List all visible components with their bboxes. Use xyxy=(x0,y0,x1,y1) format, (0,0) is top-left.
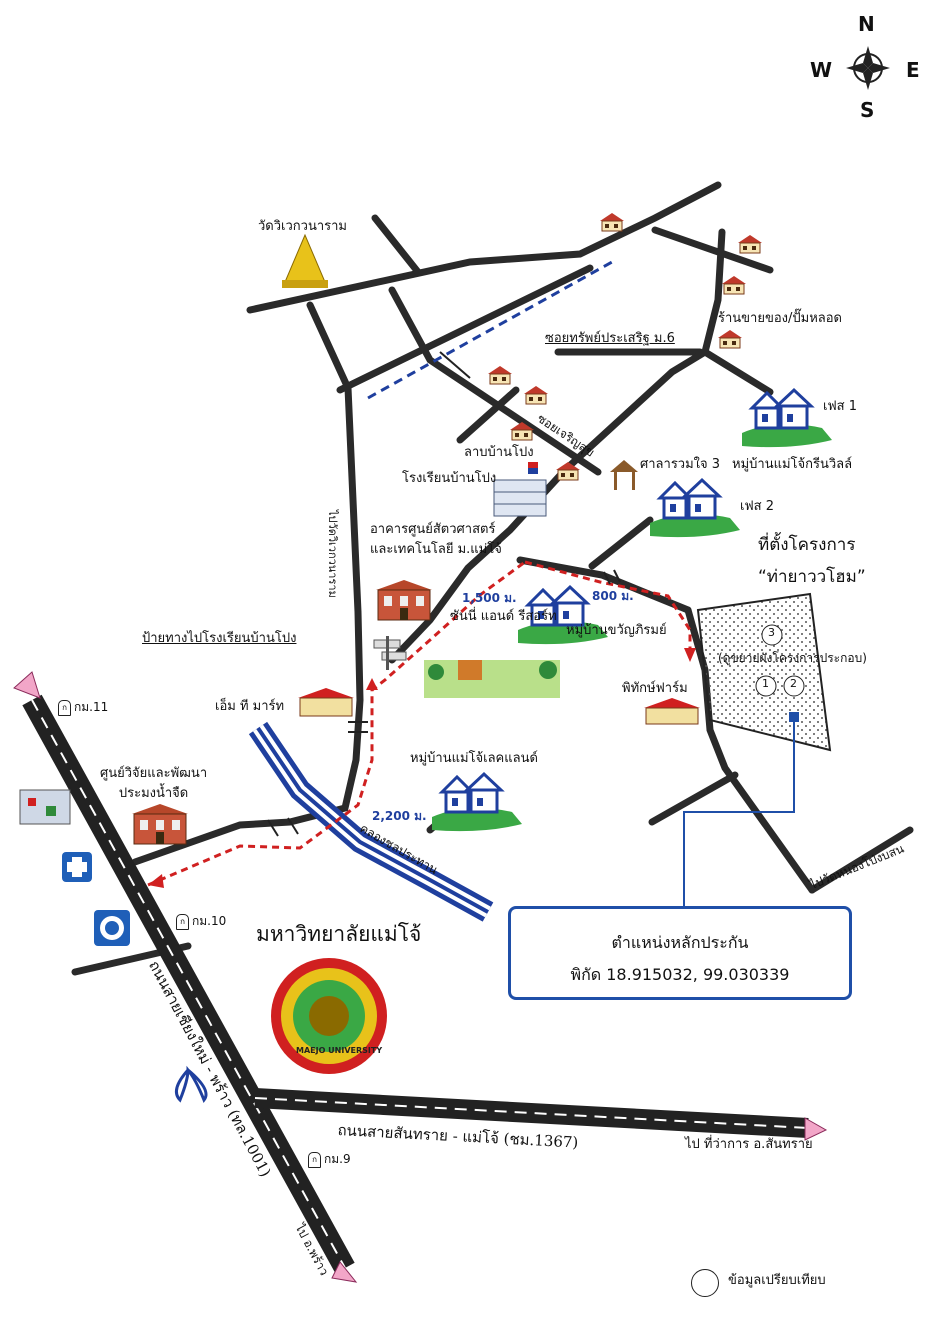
sala-icon xyxy=(610,460,638,490)
label-dist-1500: 1,500 ม. xyxy=(462,591,517,605)
route-line xyxy=(147,560,692,887)
bridge-markers xyxy=(267,351,621,837)
label-sign-school: ป้ายทางไปโรงเรียนบ้านโปง xyxy=(142,631,297,646)
label-km10: กม.10 xyxy=(192,914,227,928)
canal-line xyxy=(248,721,494,922)
label-sunny-resort: ซันนี่ แอนด์ รีสอร์ท xyxy=(450,609,557,624)
label-fish-center: ศูนย์วิจัยและพัฒนา ประมงน้ำจืด xyxy=(100,766,208,802)
hospital-icon xyxy=(62,852,92,882)
compass-rose-icon xyxy=(846,46,890,90)
legend-circle-icon xyxy=(691,1269,719,1297)
km10-marker: กกม.10 xyxy=(176,912,226,931)
bank-icon xyxy=(94,910,130,946)
collateral-info-box: ตำแหน่งหลักประกัน พิกัด 18.915032, 99.03… xyxy=(508,906,852,1000)
legend-label: ข้อมูลเปรียบเทียบ xyxy=(728,1273,826,1288)
school-icon xyxy=(493,462,547,517)
highways xyxy=(13,671,828,1283)
green-ville-icon xyxy=(740,388,834,449)
local-roads xyxy=(71,181,914,976)
km-post-icon: ก xyxy=(176,913,189,930)
label-km9: กม.9 xyxy=(324,1152,351,1166)
label-pitak-farm: พิทักษ์ฟาร์ม xyxy=(622,681,688,696)
label-mtmart: เอ็ม ที มาร์ท xyxy=(215,699,285,714)
label-soi-sap: ซอยทรัพย์ประเสริฐ ม.6 xyxy=(545,331,675,346)
info-title: ตำแหน่งหลักประกัน xyxy=(611,933,749,952)
label-sala: ศาลารวมใจ 3 xyxy=(640,457,721,472)
label-school: โรงเรียนบ้านโปง xyxy=(402,471,497,486)
market-icon xyxy=(19,789,71,825)
seal-text: MAEJO UNIVERSITY xyxy=(296,1046,383,1055)
label-plot-2: 2 xyxy=(790,677,797,690)
temple-icon xyxy=(282,233,328,288)
lotus-icon xyxy=(174,1065,208,1103)
pitak-farm-icon xyxy=(644,698,700,725)
phase2-village-icon xyxy=(648,478,742,539)
resort-icon xyxy=(424,660,560,698)
compass-south: S xyxy=(860,98,875,122)
km9-marker: กกม.9 xyxy=(308,1150,351,1169)
label-km11: กม.11 xyxy=(74,700,109,714)
lakeland-village-icon xyxy=(430,772,524,833)
label-temple: วัดวิเวกวนาราม xyxy=(258,219,347,234)
label-lab-banpong: ลาบบ้านโปง xyxy=(464,445,534,460)
label-road-to-temple: ไปวัดวิเวกวนาราม xyxy=(326,510,339,598)
info-coordinates: พิกัด 18.915032, 99.030339 xyxy=(570,965,790,984)
university-seal-icon xyxy=(271,958,387,1074)
label-project-site: ที่ตั้งโครงการ xyxy=(758,535,856,555)
km11-marker: กกม.11 xyxy=(58,698,108,717)
label-dist-2200: 2,200 ม. xyxy=(372,809,427,823)
label-to-sansai: ไป ที่ว่าการ อ.สันทราย xyxy=(685,1137,813,1152)
label-kwanpirom: หมู่บ้านขวัญภิรมย์ xyxy=(566,623,667,638)
signpost-icon xyxy=(373,636,407,670)
label-shop: ร้านขายของ/ปั๊มหลอด xyxy=(718,311,843,326)
label-phase2: เฟส 2 xyxy=(740,499,774,514)
fish-center-icon xyxy=(131,803,189,845)
label-animal-center: อาคารศูนย์สัตวศาสตร์ และเทคโนโลยี ม.แม่โ… xyxy=(370,522,502,557)
label-plot-1: 1 xyxy=(762,677,769,690)
compass-west: W xyxy=(810,58,833,82)
label-dist-800: 800 ม. xyxy=(592,589,634,603)
label-land-note: (ดูขยายผังโครงการประกอบ) xyxy=(718,651,867,665)
compass-north: N xyxy=(858,12,875,36)
km-post-icon: ก xyxy=(58,699,71,716)
label-university: มหาวิทยาลัยแม่โจ้ xyxy=(256,922,422,946)
compass-east: E xyxy=(906,58,920,82)
label-lakeland: หมู่บ้านแม่โจ้เลคแลนด์ xyxy=(410,751,538,766)
animal-center-icon xyxy=(375,579,433,621)
label-plot-3: 3 xyxy=(768,626,775,639)
label-project-name: “ท่ายาววโฮม” xyxy=(758,567,866,587)
km-post-icon: ก xyxy=(308,1151,321,1168)
label-green-ville: หมู่บ้านแม่โจ้กรีนวิลล์ xyxy=(732,457,853,472)
label-phase1: เฟส 1 xyxy=(823,399,857,414)
mtmart-icon xyxy=(298,688,354,717)
project-plot xyxy=(683,592,832,908)
